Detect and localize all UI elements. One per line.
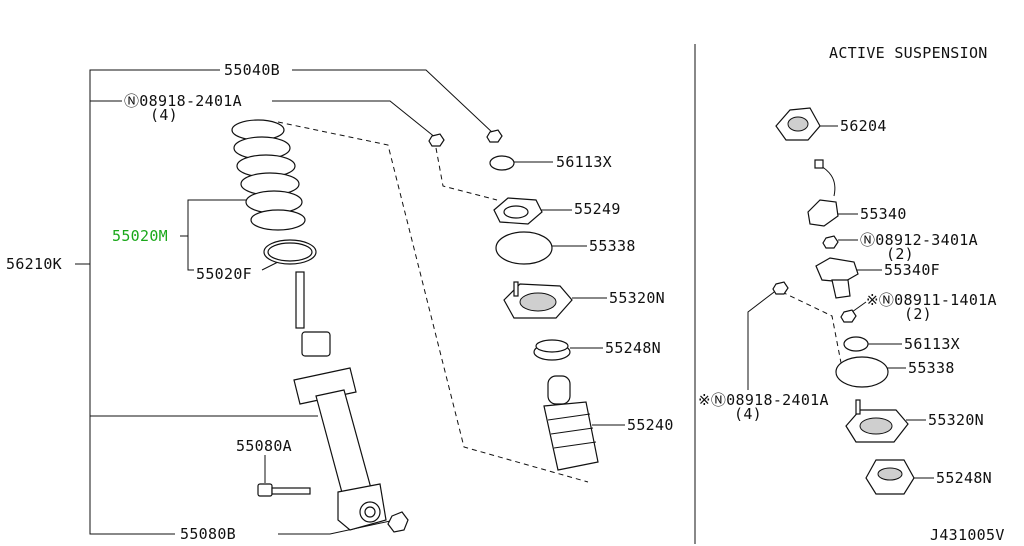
- section-title: ACTIVE SUSPENSION: [829, 44, 988, 62]
- label-08912-3401A[interactable]: Ⓝ08912-3401A: [860, 231, 978, 249]
- label-08918-2401A[interactable]: Ⓝ08918-2401A: [124, 92, 242, 110]
- label-55338[interactable]: 55338: [589, 237, 636, 255]
- coil-spring-illustration: [231, 119, 306, 231]
- cap-56204-illustration: [775, 107, 821, 141]
- label-55040B[interactable]: 55040B: [224, 61, 280, 79]
- nut-08912-illustration: [822, 235, 839, 249]
- label-56204[interactable]: 56204: [840, 117, 887, 135]
- label-55320N[interactable]: 55320N: [609, 289, 665, 307]
- diagram-code: J431005V: [930, 526, 1005, 544]
- bracket-55340F-illustration: [815, 257, 859, 299]
- nut-55040B-illustration: [486, 129, 503, 143]
- label-55320N-right[interactable]: 55320N: [928, 411, 984, 429]
- label-08918-2401A-right[interactable]: ※Ⓝ08918-2401A: [698, 391, 829, 409]
- label-08911-1401A[interactable]: ※Ⓝ08911-1401A: [866, 291, 997, 309]
- nut-08911-illustration: [840, 309, 857, 323]
- seal-55338-illustration: [495, 231, 553, 265]
- right-leader-lines: [747, 125, 934, 479]
- bump-stop-55248N-illustration: [533, 339, 571, 361]
- mount-55320N-right-illustration: [845, 399, 909, 443]
- label-55020F[interactable]: 55020F: [196, 265, 252, 283]
- nut-55080B-illustration: [387, 511, 409, 533]
- mount-55320N-illustration: [503, 281, 573, 319]
- bolt-55080A-illustration: [257, 483, 311, 497]
- label-55080B[interactable]: 55080B: [180, 525, 236, 543]
- label-08912-3401A-qty: (2): [886, 245, 914, 263]
- label-08911-1401A-qty: (2): [904, 305, 932, 323]
- label-56113X[interactable]: 56113X: [556, 153, 612, 171]
- label-56113X-right[interactable]: 56113X: [904, 335, 960, 353]
- washer-56113X-right-illustration: [843, 336, 869, 352]
- label-55248N-right[interactable]: 55248N: [936, 469, 992, 487]
- seal-55338-right-illustration: [835, 356, 889, 388]
- label-55240[interactable]: 55240: [627, 416, 674, 434]
- nut-08918-illustration: [428, 133, 445, 147]
- label-55249[interactable]: 55249: [574, 200, 621, 218]
- bump-stop-55248N-right-illustration: [865, 459, 915, 495]
- actuator-55340-illustration: [807, 159, 839, 227]
- shock-absorber-illustration: [293, 271, 387, 531]
- label-56210K[interactable]: 56210K: [6, 255, 62, 273]
- plate-55249-hole: [503, 205, 529, 219]
- dust-boot-55240-illustration: [543, 375, 599, 471]
- label-55338-right[interactable]: 55338: [908, 359, 955, 377]
- label-08918-2401A-qty: (4): [150, 106, 178, 124]
- label-55340F[interactable]: 55340F: [884, 261, 940, 279]
- label-55080A[interactable]: 55080A: [236, 437, 292, 455]
- label-55248N[interactable]: 55248N: [605, 339, 661, 357]
- washer-56113X-illustration: [489, 155, 515, 171]
- left-leader-lines: [75, 69, 625, 535]
- label-55020M[interactable]: 55020M: [112, 227, 168, 245]
- spring-seat-ring-inner: [267, 242, 313, 262]
- label-08918-2401A-right-qty: (4): [734, 405, 762, 423]
- nut-08918b-illustration: [772, 281, 789, 295]
- label-55340[interactable]: 55340: [860, 205, 907, 223]
